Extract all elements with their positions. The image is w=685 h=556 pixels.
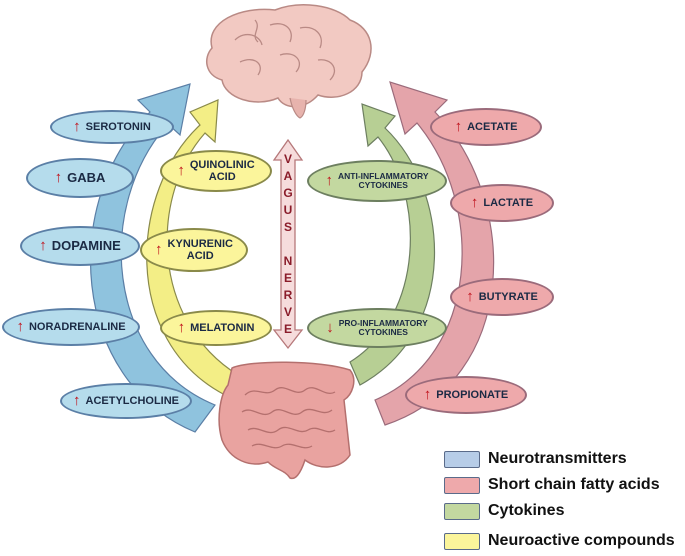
dopamine-label: DOPAMINE (51, 237, 121, 253)
vagus-letter: A (283, 168, 293, 183)
vagus-letter (286, 237, 289, 251)
acetylcholine-label: ACETYLCHOLINE (85, 394, 180, 407)
increase-arrow-icon: ↑ (454, 117, 463, 135)
brain-illustration (205, 4, 372, 119)
quinolinic-acid-bubble: ↑ QUINOLINIC ACID (160, 150, 272, 192)
increase-arrow-icon: ↑ (470, 193, 479, 211)
quinolinic-acid-label: QUINOLINIC ACID (189, 158, 255, 183)
vagus-nerve-arrow (272, 138, 304, 350)
vagus-letter: N (283, 254, 293, 268)
increase-arrow-icon: ↑ (54, 168, 63, 186)
gaba-label: GABA (67, 169, 106, 185)
legend-item-neuroactive-compounds: Neuroactive compounds (444, 532, 675, 550)
gut-illustration (218, 361, 355, 480)
increase-arrow-icon: ↑ (16, 317, 24, 335)
acetate-bubble: ↑ ACETATE (430, 108, 542, 146)
serotonin-bubble: ↑ SEROTONIN (50, 110, 174, 144)
vagus-letter: S (283, 219, 292, 234)
legend-label: Short chain fatty acids (488, 476, 660, 493)
propionate-label: PROPIONATE (436, 388, 509, 401)
noradrenaline-bubble: ↑ NORADRENALINE (2, 308, 140, 346)
increase-arrow-icon: ↑ (155, 240, 163, 258)
kynurenic-acid-label: KYNURENIC ACID (167, 237, 233, 262)
legend-swatch (444, 502, 480, 520)
kynurenic-acid-bubble: ↑ KYNURENIC ACID (140, 228, 248, 272)
increase-arrow-icon: ↑ (423, 385, 432, 403)
legend-label: Cytokines (488, 502, 565, 519)
increase-arrow-icon: ↑ (177, 161, 185, 179)
vagus-letter: E (283, 271, 292, 286)
increase-arrow-icon: ↑ (177, 318, 186, 336)
legend-item-cytokines: Cytokines (444, 502, 564, 520)
legend-label: Neuroactive compounds (488, 532, 675, 549)
vagus-letter: V (283, 305, 292, 320)
lactate-bubble: ↑ LACTATE (450, 184, 554, 222)
vagus-letter: E (283, 322, 292, 337)
increase-arrow-icon: ↑ (466, 287, 474, 305)
increase-arrow-icon: ↑ (73, 117, 81, 135)
legend-swatch (444, 476, 480, 494)
legend-swatch (444, 532, 480, 550)
propionate-bubble: ↑ PROPIONATE (405, 376, 527, 414)
anti-inflammatory-cytokines-bubble: ↑ ANTI-INFLAMMATORY CYTOKINES (307, 160, 447, 202)
vagus-letter: U (283, 202, 293, 217)
butyrate-bubble: ↑ BUTYRATE (450, 278, 554, 316)
acetate-label: ACETATE (467, 120, 518, 133)
gaba-bubble: ↑ GABA (26, 158, 134, 198)
anti-inflammatory-cytokines-label: ANTI-INFLAMMATORY CYTOKINES (338, 170, 429, 190)
vagus-letter: G (283, 185, 293, 200)
dopamine-bubble: ↑ DOPAMINE (20, 226, 140, 266)
lactate-label: LACTATE (483, 196, 534, 209)
increase-arrow-icon: ↑ (39, 236, 47, 254)
serotonin-label: SEROTONIN (85, 120, 151, 133)
decrease-arrow-icon: ↓ (326, 318, 334, 336)
melatonin-bubble: ↑ MELATONIN (160, 310, 272, 346)
increase-arrow-icon: ↑ (325, 171, 334, 189)
pro-inflammatory-cytokines-bubble: ↓ PRO-INFLAMMATORY CYTOKINES (307, 308, 447, 348)
vagus-letter: V (283, 151, 292, 166)
legend-swatch (444, 450, 480, 468)
legend-label: Neurotransmitters (488, 450, 627, 467)
acetylcholine-bubble: ↑ ACETYLCHOLINE (60, 383, 192, 419)
butyrate-label: BUTYRATE (478, 290, 538, 303)
noradrenaline-label: NORADRENALINE (28, 320, 126, 333)
vagus-letter: R (283, 288, 293, 303)
legend-item-short-chain-fatty-acids: Short chain fatty acids (444, 476, 660, 494)
increase-arrow-icon: ↑ (73, 391, 81, 409)
pro-inflammatory-cytokines-label: PRO-INFLAMMATORY CYTOKINES (338, 317, 428, 337)
legend-item-neurotransmitters: Neurotransmitters (444, 450, 627, 468)
melatonin-label: MELATONIN (190, 321, 255, 334)
